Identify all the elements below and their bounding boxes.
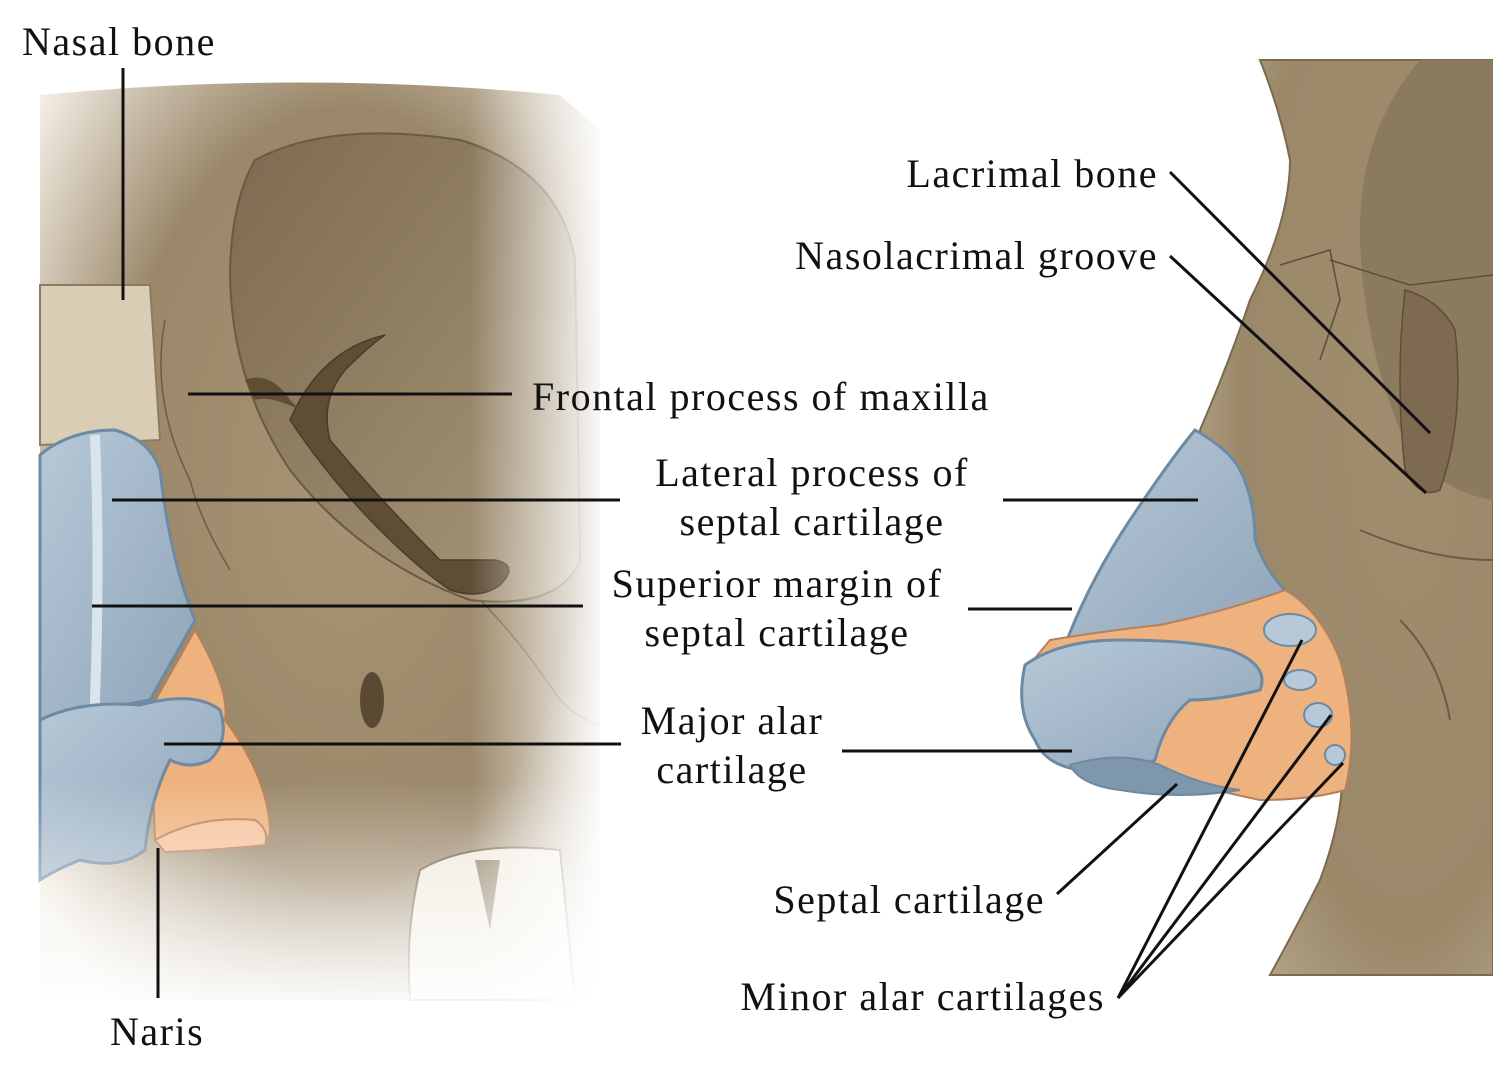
label-nasolacrimal-groove: Nasolacrimal groove (700, 230, 1158, 282)
label-septal-cartilage: Septal cartilage (700, 874, 1045, 926)
label-superior-margin-line2: septal cartilage (587, 607, 967, 659)
minor-alar-cartilage-4 (1284, 670, 1316, 690)
leader-septal-cartilage (1057, 784, 1177, 894)
minor-alar-cartilage-3 (1325, 745, 1345, 765)
label-lacrimal-bone: Lacrimal bone (760, 148, 1158, 200)
label-naris: Naris (110, 1006, 204, 1058)
label-frontal-process: Frontal process of maxilla (532, 371, 990, 423)
minor-alar-cartilage-1 (1264, 614, 1316, 646)
label-major-alar-line1: Major alar (622, 695, 842, 747)
label-lateral-process-line1: Lateral process of (622, 447, 1002, 499)
label-lateral-process-line2: septal cartilage (622, 496, 1002, 548)
minor-alar-cartilage-2 (1304, 703, 1332, 727)
label-major-alar-line2: cartilage (622, 744, 842, 796)
left-fade-bottom (30, 60, 610, 1020)
label-minor-alar-cartilages: Minor alar cartilages (680, 971, 1105, 1023)
label-nasal-bone: Nasal bone (22, 16, 216, 68)
label-superior-margin-line1: Superior margin of (587, 558, 967, 610)
left-anterior-view (30, 60, 610, 1020)
